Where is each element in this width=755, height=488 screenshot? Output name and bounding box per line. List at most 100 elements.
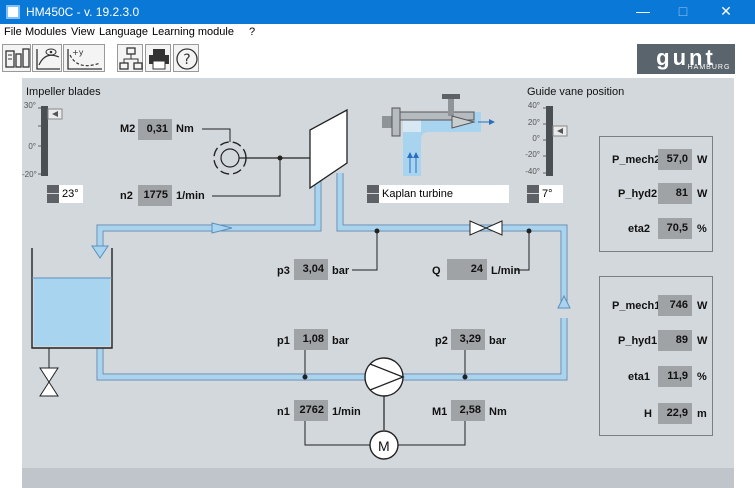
svg-text:+y: +y (72, 48, 84, 57)
p-hyd1-label: P_hyd1 (618, 335, 658, 347)
window-title: HM450C - v. 19.2.3.0 (26, 5, 140, 19)
eta1-unit: % (697, 371, 707, 383)
guide-vane-value[interactable]: 7° (539, 185, 563, 203)
device-icon (5, 48, 30, 68)
chart-button-1[interactable] (32, 44, 62, 72)
n2-unit: 1/min (176, 190, 205, 202)
impeller-value[interactable]: 23° (59, 185, 83, 203)
impeller-tick-min: -20° (22, 170, 37, 179)
n1-label: n1 (277, 406, 290, 418)
m2-value: 0,31 (138, 119, 172, 140)
p-mech1-unit: W (697, 300, 708, 312)
svg-text:?: ? (183, 52, 190, 68)
guide-vane-tick-neg20: -20° (525, 150, 540, 159)
p-hyd1-unit: W (697, 335, 708, 347)
flow-arrow-right (557, 294, 571, 309)
impeller-label: Impeller blades (26, 86, 101, 98)
n1-value: 2762 (294, 400, 328, 421)
process-diagram (31, 94, 571, 460)
h-value: 22,9 (658, 403, 692, 424)
m2-label: M2 (120, 123, 136, 135)
flow-arrow-tank (91, 245, 109, 259)
coupling-icon (213, 141, 247, 175)
flow-arrow-top (211, 222, 233, 234)
p-mech1-label: P_mech1 (612, 300, 661, 312)
p3-value: 3,04 (294, 259, 328, 280)
menu-file[interactable]: File (4, 26, 22, 38)
guide-vane-tick-40: 40° (527, 101, 540, 110)
menu-learning-module[interactable]: Learning module (152, 26, 234, 38)
tank (31, 248, 113, 349)
p2-unit: bar (489, 335, 507, 347)
close-button[interactable]: ✕ (720, 3, 732, 19)
question-icon: ? (176, 48, 198, 70)
chart-button-2[interactable]: +y (63, 44, 105, 72)
p1-label: p1 (277, 335, 290, 347)
eta2-value: 70,5 (658, 218, 692, 239)
curve-eye-icon (36, 48, 60, 70)
menu-help[interactable]: ? (249, 26, 256, 38)
p2-label: p2 (435, 335, 448, 347)
p3-label: p3 (277, 265, 290, 277)
guide-vane-slider-track (546, 106, 553, 176)
impeller-slider-track (41, 106, 48, 176)
h-unit: m (697, 408, 707, 420)
help-button[interactable]: ? (173, 44, 199, 72)
m1-unit: Nm (489, 406, 507, 418)
n2-value: 1775 (138, 185, 172, 206)
guide-vane-tick-neg40: -40° (525, 167, 540, 176)
valve-icon (469, 220, 488, 236)
m1-label: M1 (432, 406, 448, 418)
pipe-turbine-to-tank (96, 173, 316, 250)
guide-vane-spinner[interactable] (527, 185, 539, 203)
impeller-tick-max: 30° (23, 101, 36, 110)
app-icon (6, 5, 20, 19)
impeller-tick-zero: 0° (28, 142, 36, 151)
eta2-unit: % (697, 223, 707, 235)
q-label: Q (432, 265, 441, 277)
n1-unit: 1/min (332, 406, 361, 418)
m2-unit: Nm (176, 123, 194, 135)
p2-value: 3,29 (451, 329, 485, 350)
print-button[interactable] (145, 44, 171, 72)
kaplan-turbine-image (382, 94, 495, 176)
maximize-button[interactable]: □ (678, 3, 688, 19)
network-button[interactable] (117, 44, 143, 72)
h-label: H (644, 408, 652, 420)
menu-bar: File Modules View Language Learning modu… (0, 24, 755, 42)
status-bar (22, 468, 734, 488)
p-hyd2-label: P_hyd2 (618, 188, 658, 200)
toolbar: +y ? (0, 42, 755, 76)
pipe-turbine-to-right (336, 173, 562, 304)
p-mech1-value: 746 (658, 295, 692, 316)
schematic-panel: M Impeller blades 30° 0° -20° 23° Guide … (22, 78, 734, 468)
menu-modules[interactable]: Modules (25, 26, 67, 38)
pump-results-panel: P_mech1 746 W P_hyd1 89 W eta1 11,9 % H … (599, 276, 713, 436)
q-value: 24 (447, 259, 487, 280)
p1-value: 1,08 (294, 329, 328, 350)
impeller-spinner[interactable] (47, 185, 59, 203)
title-bar: HM450C - v. 19.2.3.0 — □ ✕ (0, 0, 755, 24)
drain-valve-icon (39, 367, 59, 383)
guide-vane-tick-20: 20° (527, 118, 540, 127)
turbine-results-panel: P_mech2 57,0 W P_hyd2 81 W eta2 70,5 % (599, 136, 713, 252)
p-mech2-unit: W (697, 154, 708, 166)
p-mech2-value: 57,0 (658, 149, 692, 170)
menu-view[interactable]: View (71, 26, 95, 38)
minimize-button[interactable]: — (636, 3, 650, 19)
q-unit: L/min (491, 265, 521, 277)
logo-subtext: HAMBURG (687, 64, 731, 71)
p3-unit: bar (332, 265, 350, 277)
overview-button[interactable] (2, 44, 31, 72)
p-hyd1-value: 89 (658, 330, 692, 351)
menu-language[interactable]: Language (99, 26, 148, 38)
n2-label: n2 (120, 190, 133, 202)
p1-unit: bar (332, 335, 350, 347)
turbine-type-select[interactable]: Kaplan turbine (379, 185, 509, 203)
turbine-type-spinner[interactable] (367, 185, 379, 203)
eta2-label: eta2 (628, 223, 651, 235)
turbine-symbol (309, 108, 348, 190)
eta1-value: 11,9 (658, 366, 692, 387)
logo-text: gunt (656, 45, 716, 70)
p-hyd2-value: 81 (658, 183, 692, 204)
